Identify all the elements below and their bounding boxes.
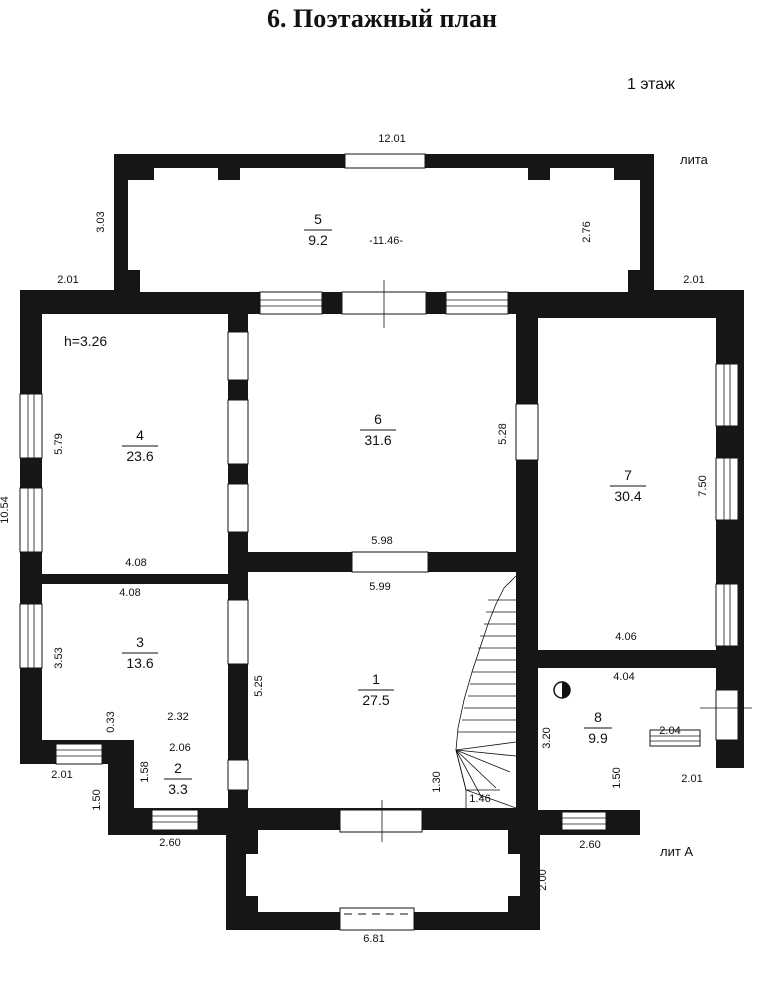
ceiling-height: h=3.26 [64, 333, 107, 349]
room-6-number: 6 [374, 411, 382, 427]
dim-r3-height: 3.53 [53, 647, 65, 668]
dim-right-step: 2.01 [683, 274, 704, 286]
dim-br-bottom: 2.60 [579, 839, 600, 851]
room-4-area: 23.6 [126, 448, 153, 464]
room-1-area: 27.5 [362, 692, 389, 708]
dim-r6-height: 5.28 [497, 423, 509, 444]
room-3-number: 3 [136, 634, 144, 650]
room-5-area: 9.2 [308, 232, 328, 248]
dim-r8-step: 2.04 [659, 725, 680, 737]
dim-porch-height: 2.00 [537, 869, 549, 890]
room-2-number: 2 [174, 760, 182, 776]
dim-r3-width: 4.08 [119, 587, 140, 599]
windows [19, 153, 752, 931]
dim-r2-width: 2.06 [169, 742, 190, 754]
room-7-area: 30.4 [614, 488, 641, 504]
veranda-piers [128, 168, 640, 912]
dimension-labels: 12.01 -11.46- 3.03 2.76 2.01 2.01 h=3.26… [0, 133, 709, 945]
page-title: 6. Поэтажный план [266, 4, 498, 33]
room-8-area: 9.9 [588, 730, 608, 746]
dim-r4-width: 4.08 [125, 557, 146, 569]
lit-label-bottom: лит А [660, 844, 693, 859]
dim-total-height: 10.54 [0, 496, 11, 524]
dim-left-step: 2.01 [57, 274, 78, 286]
dim-br-height: 1.50 [611, 767, 623, 788]
dim-bl-width: 2.01 [51, 769, 72, 781]
room-7-number: 7 [624, 467, 632, 483]
dim-r8-height: 3.20 [541, 727, 553, 748]
room-6-area: 31.6 [364, 432, 391, 448]
dim-r3-small: 0.33 [105, 711, 117, 732]
room-3-area: 13.6 [126, 655, 153, 671]
room-8-number: 8 [594, 709, 602, 725]
dim-r4-height: 5.79 [53, 433, 65, 454]
dim-veranda-right: 2.76 [581, 221, 593, 242]
dim-r1-height: 5.25 [253, 675, 265, 696]
dim-br-width: 2.01 [681, 773, 702, 785]
dim-r2-height: 1.58 [139, 761, 151, 782]
dim-r1-width: 5.99 [369, 581, 390, 593]
dim-bl-height: 1.50 [91, 789, 103, 810]
room-labels: 5 9.2 4 23.6 6 31.6 7 30.4 3 13.6 1 27.5… [122, 211, 646, 797]
floor-label: 1 этаж [627, 76, 675, 93]
dim-r8-width: 4.04 [613, 671, 634, 683]
dim-r7-height: 7.50 [697, 475, 709, 496]
staircase [455, 575, 517, 809]
boiler-icon [553, 681, 571, 699]
room-2-area: 3.3 [168, 781, 188, 797]
dim-veranda-inner: -11.46- [369, 235, 403, 247]
room-5-number: 5 [314, 211, 322, 227]
dim-bl-bottom: 2.60 [159, 837, 180, 849]
dim-stair-w: 1.46 [469, 793, 490, 805]
room-1-number: 1 [372, 671, 380, 687]
lit-label-top: лита [680, 152, 709, 167]
dim-veranda-left: 3.03 [95, 211, 107, 232]
dim-top-width: 12.01 [378, 133, 406, 145]
dim-stair-h: 1.30 [431, 771, 443, 792]
room-4-number: 4 [136, 427, 144, 443]
dim-r3-bottom: 2.32 [167, 711, 188, 723]
dim-r7-width: 4.06 [615, 631, 636, 643]
dim-porch-width: 6.81 [363, 933, 384, 945]
dim-r6-width: 5.98 [371, 535, 392, 547]
